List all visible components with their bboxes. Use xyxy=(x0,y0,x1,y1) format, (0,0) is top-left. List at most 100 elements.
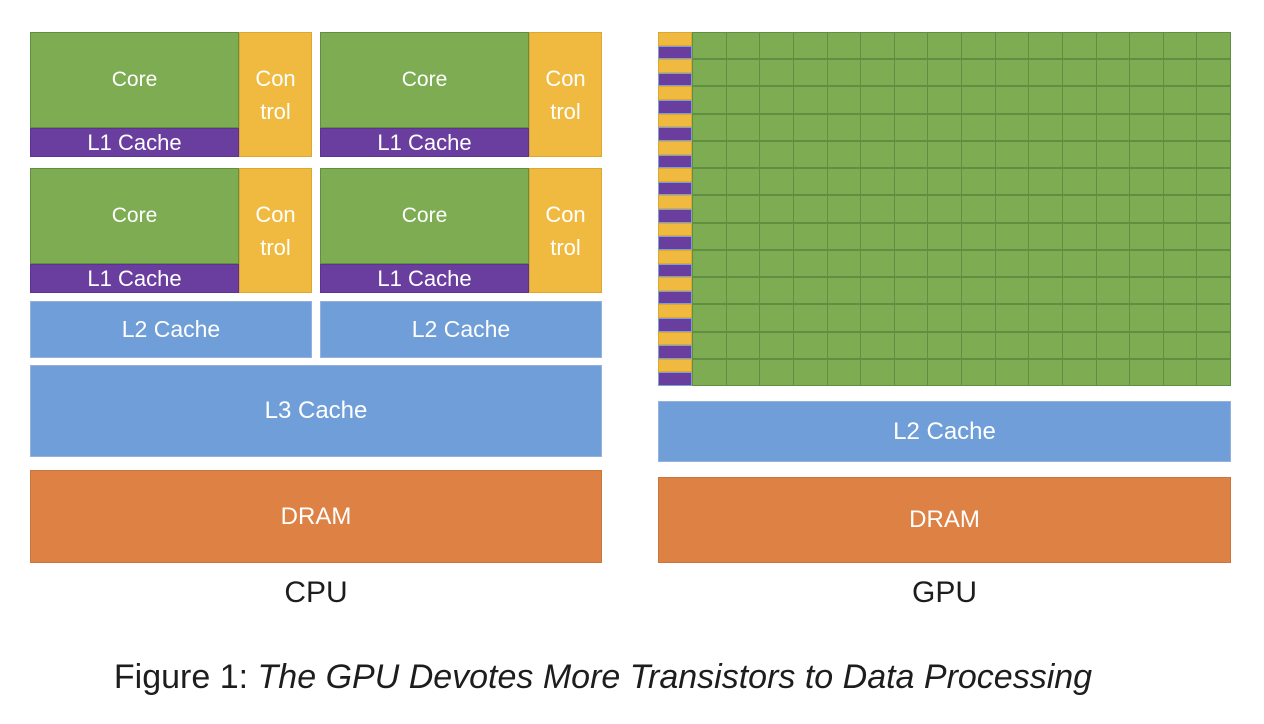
cpu-label: CPU xyxy=(284,576,348,609)
gpu-core-cell xyxy=(1163,60,1197,86)
gpu-core-cell xyxy=(1096,33,1130,59)
gpu-core-cell xyxy=(1029,278,1062,304)
cpu-control-4: Con trol xyxy=(529,168,602,293)
gpu-control-cache-column-cell xyxy=(658,331,692,359)
gpu-core-cell xyxy=(1163,114,1197,140)
gpu-core-cell xyxy=(693,33,726,59)
gpu-core-cell xyxy=(928,114,961,140)
gpu-core-row-cells xyxy=(692,140,1231,169)
gpu-core-cell xyxy=(1029,196,1062,222)
gpu-core-cell xyxy=(827,33,861,59)
gpu-core-cell xyxy=(1096,87,1130,113)
gpu-core-cell xyxy=(928,196,961,222)
gpu-core-cell xyxy=(827,141,861,168)
gpu-core-cell xyxy=(693,60,726,86)
gpu-core-cell xyxy=(726,359,760,386)
gpu-control-cell xyxy=(658,195,692,210)
gpu-core-cell xyxy=(1062,250,1096,277)
gpu-control-cell xyxy=(658,59,692,73)
dram-label: DRAM xyxy=(909,506,980,533)
gpu-core-cell xyxy=(962,60,995,86)
gpu-core-cell xyxy=(1096,196,1130,222)
gpu-core-cell xyxy=(861,250,894,277)
cpu-l1-cache-3: L1 Cache xyxy=(30,264,239,293)
gpu-l1-cache-cell xyxy=(658,209,692,223)
gpu-core-cell xyxy=(894,114,928,140)
gpu-core-cell xyxy=(793,278,827,304)
cpu-core-row-1: Core L1 Cache Con trol Core L1 Cache Con… xyxy=(30,32,602,157)
gpu-core-row-cells xyxy=(692,86,1231,114)
gpu-grid-row xyxy=(658,168,1231,196)
gpu-core-cell xyxy=(861,141,894,168)
gpu-core-cell xyxy=(894,250,928,277)
gpu-control-cell xyxy=(658,304,692,318)
gpu-core-cell xyxy=(1197,87,1230,113)
gpu-core-cell xyxy=(1096,114,1130,140)
gpu-core-cell xyxy=(1029,169,1062,195)
gpu-control-cell xyxy=(658,277,692,291)
gpu-core-cell xyxy=(928,169,961,195)
control-label-line2: trol xyxy=(550,98,581,124)
gpu-core-cell xyxy=(1163,250,1197,277)
gpu-core-cell xyxy=(1096,141,1130,168)
gpu-core-cell xyxy=(928,305,961,331)
gpu-core-cell xyxy=(693,141,726,168)
cpu-core-4: Core xyxy=(320,168,529,264)
gpu-control-cell xyxy=(658,168,692,182)
gpu-core-row-cells xyxy=(692,277,1231,305)
gpu-core-cell xyxy=(1062,305,1096,331)
gpu-core-row-cells xyxy=(692,358,1231,387)
gpu-core-cell xyxy=(1197,114,1230,140)
l1-cache-label: L1 Cache xyxy=(377,265,472,291)
gpu-core-cell xyxy=(760,141,793,168)
gpu-control-cell xyxy=(658,86,692,101)
gpu-control-cache-column-cell xyxy=(658,113,692,141)
gpu-core-cell xyxy=(793,169,827,195)
gpu-core-row-cells xyxy=(692,32,1231,60)
gpu-core-cell xyxy=(1197,250,1230,277)
gpu-core-cell xyxy=(861,332,894,358)
gpu-core-cell xyxy=(726,60,760,86)
gpu-core-cell xyxy=(1096,250,1130,277)
gpu-l1-cache-cell xyxy=(658,181,692,196)
gpu-core-cell xyxy=(726,250,760,277)
gpu-core-cell xyxy=(1029,60,1062,86)
gpu-core-cell xyxy=(962,305,995,331)
gpu-core-cell xyxy=(793,223,827,249)
control-label-line2: trol xyxy=(550,234,581,260)
gpu-core-cell xyxy=(928,278,961,304)
gpu-core-cell xyxy=(1163,33,1197,59)
gpu-core-cell xyxy=(1096,60,1130,86)
gpu-core-cell xyxy=(962,114,995,140)
gpu-core-cell xyxy=(928,60,961,86)
gpu-core-cell xyxy=(962,87,995,113)
gpu-core-cell xyxy=(928,359,961,386)
gpu-core-row-cells xyxy=(692,59,1231,87)
gpu-core-cell xyxy=(928,33,961,59)
gpu-core-row-cells xyxy=(692,168,1231,196)
gpu-core-cell xyxy=(1062,223,1096,249)
control-label-line2: trol xyxy=(260,234,291,260)
cpu-core-row-2: Core L1 Cache Con trol Core L1 Cache Con… xyxy=(30,168,602,293)
gpu-core-cell xyxy=(928,87,961,113)
cpu-l1-cache-1: L1 Cache xyxy=(30,128,239,157)
gpu-core-cell xyxy=(962,33,995,59)
gpu-core-cell xyxy=(861,114,894,140)
gpu-control-cell xyxy=(658,249,692,264)
gpu-core-cell xyxy=(1197,278,1230,304)
gpu-core-cell xyxy=(861,60,894,86)
gpu-core-cell xyxy=(861,169,894,195)
gpu-core-cell xyxy=(1096,332,1130,358)
gpu-grid-row xyxy=(658,222,1231,250)
core-label: Core xyxy=(111,204,158,227)
gpu-core-cell xyxy=(928,223,961,249)
gpu-core-cell xyxy=(1130,141,1163,168)
gpu-l1-cache-cell xyxy=(658,45,692,60)
gpu-core-cell xyxy=(928,250,961,277)
gpu-core-cell xyxy=(995,359,1029,386)
gpu-core-cell xyxy=(1163,141,1197,168)
gpu-core-cell xyxy=(894,305,928,331)
cpu-dram: DRAM xyxy=(30,470,602,563)
control-label-line2: trol xyxy=(260,98,291,124)
gpu-core-cell xyxy=(861,278,894,304)
